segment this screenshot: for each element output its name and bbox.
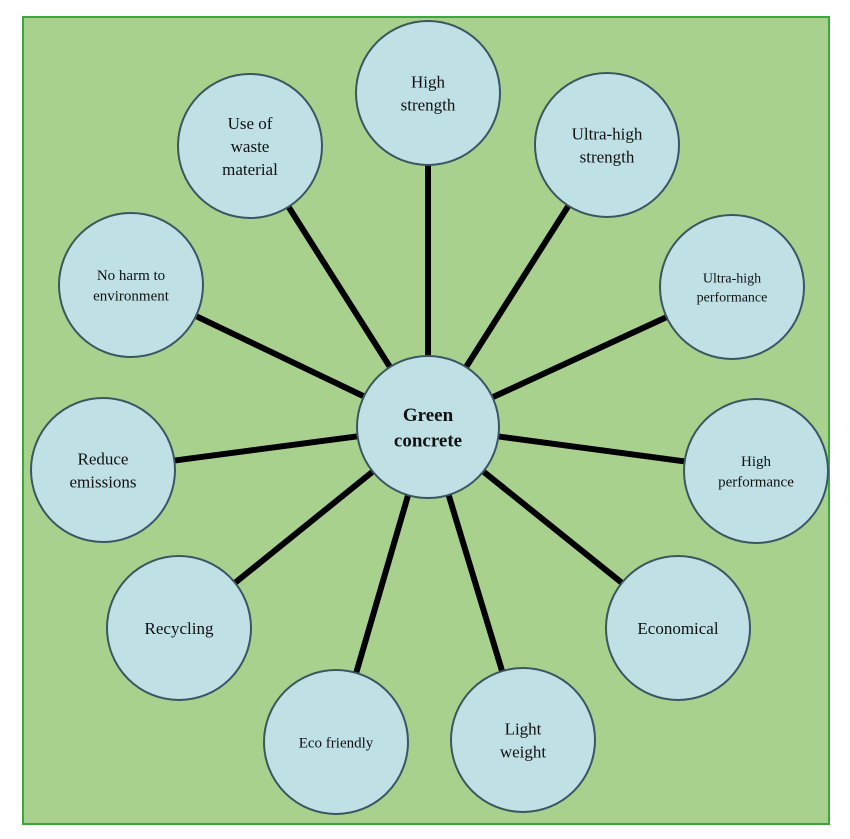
connector-lines: [172, 163, 688, 676]
connector-reduce-emissions: [172, 433, 360, 464]
node-ultra-high-strength: Ultra-high strength: [534, 72, 680, 218]
node-label-line: Ultra-high: [703, 271, 761, 286]
center-circle: [356, 355, 500, 499]
node-high-performance: High performance: [683, 398, 829, 544]
connector-ultra-high-strength: [462, 202, 573, 371]
connector-recycling: [231, 468, 377, 587]
connector-ultra-high-performance: [489, 313, 670, 401]
node-circle: [263, 669, 409, 815]
outer-nodes: HighstrengthUltra-highstrengthUltra-high…: [30, 20, 829, 815]
node-label-line: environment: [93, 288, 170, 304]
node-light-weight: Light weight: [450, 667, 596, 813]
node-economical: Economical: [605, 555, 751, 701]
node-circle: [605, 555, 751, 701]
connector-high-performance: [495, 433, 688, 465]
node-label-line: weight: [500, 742, 547, 761]
node-label-line: High: [411, 72, 446, 91]
node-label-line: High: [741, 454, 772, 470]
node-label-line: waste: [231, 137, 270, 156]
node-label-line: Economical: [637, 619, 718, 638]
node-label-line: material: [222, 160, 278, 179]
node-label-line: Reduce: [78, 449, 129, 468]
connector-use-of-waste-material: [284, 203, 394, 371]
node-label-line: strength: [401, 95, 456, 114]
node-use-of-waste-material: Use of waste material: [177, 73, 323, 219]
node-circle: [659, 214, 805, 360]
node-circle: [683, 398, 829, 544]
node-no-harm-to-environment: No harm to environment: [58, 212, 204, 358]
connector-light-weight: [445, 492, 506, 674]
connector-economical: [479, 467, 626, 587]
node-circle: [177, 73, 323, 219]
node-label-line: Light: [505, 719, 542, 738]
node-label-line: Recycling: [145, 619, 214, 638]
node-reduce-emissions: Reduce emissions: [30, 397, 176, 543]
node-label-line: performance: [718, 474, 794, 490]
node-eco-friendly: Eco friendly: [263, 669, 409, 815]
node-circle: [450, 667, 596, 813]
node-label-line: Ultra-high: [572, 124, 643, 143]
node-label-line: strength: [580, 147, 635, 166]
node-ultra-high-performance: Ultra-high performance: [659, 214, 805, 360]
node-label-line: Green: [403, 405, 454, 426]
node-label-line: Use of: [228, 114, 273, 133]
node-label-line: Eco friendly: [299, 735, 374, 751]
node-circle: [106, 555, 252, 701]
node-label-line: No harm to: [97, 268, 165, 284]
node-circle: [58, 212, 204, 358]
node-circle: [534, 72, 680, 218]
node-circle: [355, 20, 501, 166]
connector-eco-friendly: [352, 492, 412, 676]
center-node-green-concrete: Green concrete: [356, 355, 500, 499]
node-high-strength: High strength: [355, 20, 501, 166]
center-node: Green concrete: [356, 355, 500, 499]
node-label-line: emissions: [69, 472, 136, 491]
node-recycling: Recycling: [106, 555, 252, 701]
node-label-line: concrete: [394, 430, 462, 451]
connector-no-harm-to-environment: [192, 312, 368, 400]
node-label-line: performance: [697, 290, 768, 305]
node-circle: [30, 397, 176, 543]
